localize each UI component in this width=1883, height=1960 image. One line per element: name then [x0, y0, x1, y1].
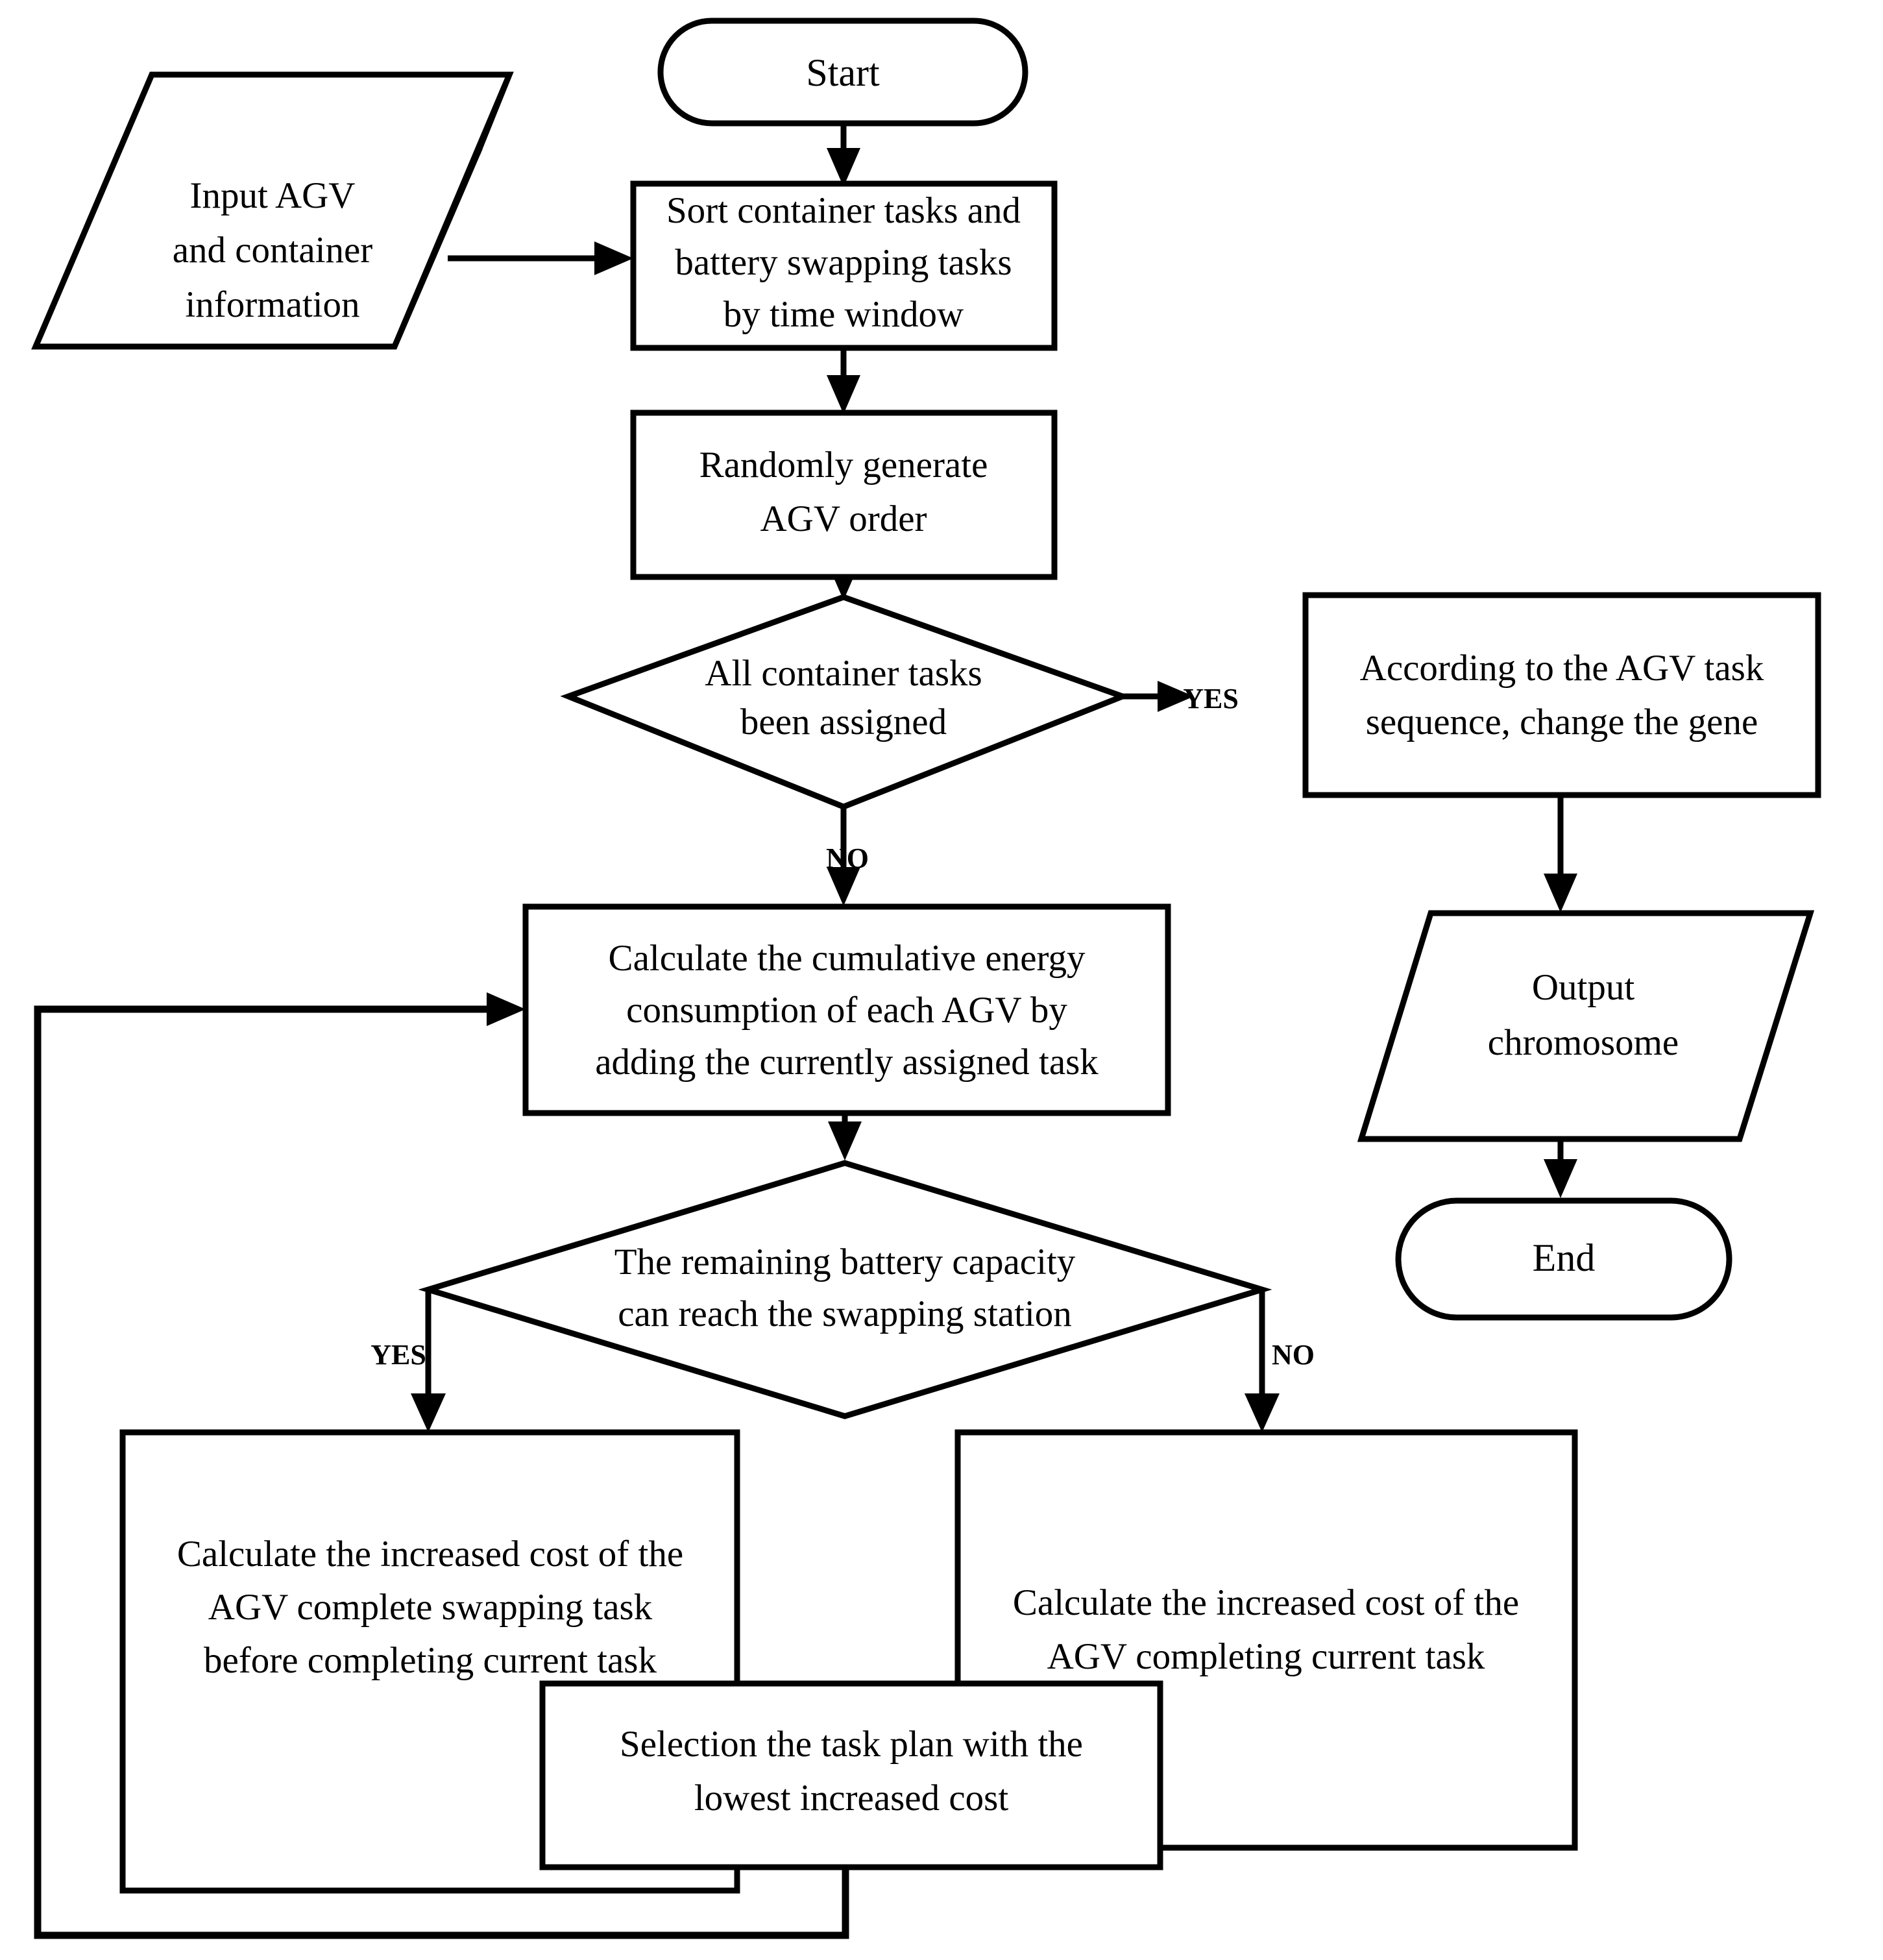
node-end-label: End	[1533, 1236, 1596, 1279]
node-sort-tasks-line-3: by time window	[723, 294, 964, 335]
node-calc-energy[interactable]: Calculate the cumulative energy consumpt…	[522, 903, 1171, 1116]
node-decision-battery[interactable]: The remaining battery capacity can reach…	[418, 1160, 1272, 1419]
node-change-gene-line-2: sequence, change the gene	[1366, 702, 1758, 742]
node-input-info[interactable]: Input AGV and container information	[31, 71, 514, 350]
branch-label-battery-no: NO	[1272, 1339, 1315, 1371]
node-random-order-line-1: Randomly generate	[699, 445, 988, 485]
node-sort-tasks[interactable]: Sort container tasks and battery swappin…	[630, 180, 1058, 351]
node-select-plan-line-1: Selection the task plan with the	[620, 1724, 1083, 1765]
edge-start-to-sort	[827, 123, 860, 187]
node-decision-all-assigned[interactable]: All container tasks been assigned	[560, 594, 1131, 810]
node-sort-tasks-line-1: Sort container tasks and	[666, 190, 1021, 231]
node-decision-battery-line-1: The remaining battery capacity	[614, 1242, 1076, 1282]
edge-select-feedback-loop	[34, 992, 849, 1939]
edge-energy-to-decision2	[828, 1113, 862, 1160]
node-output-chromosome-line-2: chromosome	[1488, 1022, 1679, 1063]
branch-label-all-assigned-yes: YES	[1183, 683, 1239, 715]
node-start[interactable]: Start	[657, 18, 1028, 127]
node-input-info-line-1: Input AGV	[190, 175, 356, 216]
node-sort-tasks-line-2: battery swapping tasks	[675, 242, 1012, 283]
node-random-order-line-2: AGV order	[760, 498, 927, 539]
node-decision-battery-line-2: can reach the swapping station	[618, 1293, 1072, 1334]
node-start-label: Start	[806, 51, 880, 94]
edge-decision1-no	[827, 805, 860, 906]
node-calc-cost-current-line-2: AGV completing current task	[1047, 1636, 1485, 1677]
node-change-gene-line-1: According to the AGV task	[1360, 648, 1764, 689]
node-calc-cost-swap-line-1: Calculate the increased cost of the	[177, 1534, 683, 1574]
node-random-order[interactable]: Randomly generate AGV order	[630, 410, 1058, 580]
edge-input-to-sort	[448, 241, 633, 275]
node-end[interactable]: End	[1395, 1197, 1732, 1321]
node-output-chromosome-line-1: Output	[1532, 967, 1635, 1008]
node-decision-all-assigned-line-2: been assigned	[740, 702, 947, 742]
node-change-gene[interactable]: According to the AGV task sequence, chan…	[1302, 592, 1821, 798]
node-input-info-line-2: and container	[173, 230, 373, 271]
branch-label-battery-yes: YES	[371, 1339, 426, 1371]
node-decision-all-assigned-line-1: All container tasks	[705, 653, 982, 694]
node-calc-energy-line-2: consumption of each AGV by	[626, 990, 1067, 1031]
node-calc-energy-line-3: adding the currently assigned task	[595, 1042, 1099, 1083]
node-output-chromosome[interactable]: Output chromosome	[1357, 910, 1815, 1142]
edge-sort-to-random	[827, 348, 860, 414]
node-calc-energy-line-1: Calculate the cumulative energy	[609, 938, 1086, 979]
edge-output-to-end	[1544, 1139, 1577, 1198]
branch-label-all-assigned-no: NO	[826, 842, 869, 874]
node-calc-cost-swap-line-3: before completing current task	[204, 1640, 657, 1681]
edge-gene-to-output	[1544, 795, 1577, 913]
node-input-info-line-3: information	[185, 284, 359, 325]
node-calc-cost-current-line-1: Calculate the increased cost of the	[1013, 1582, 1519, 1623]
node-select-plan-line-2: lowest increased cost	[694, 1778, 1008, 1819]
node-select-plan[interactable]: Selection the task plan with the lowest …	[539, 1680, 1163, 1870]
node-calc-cost-swap-line-2: AGV complete swapping task	[208, 1587, 653, 1628]
